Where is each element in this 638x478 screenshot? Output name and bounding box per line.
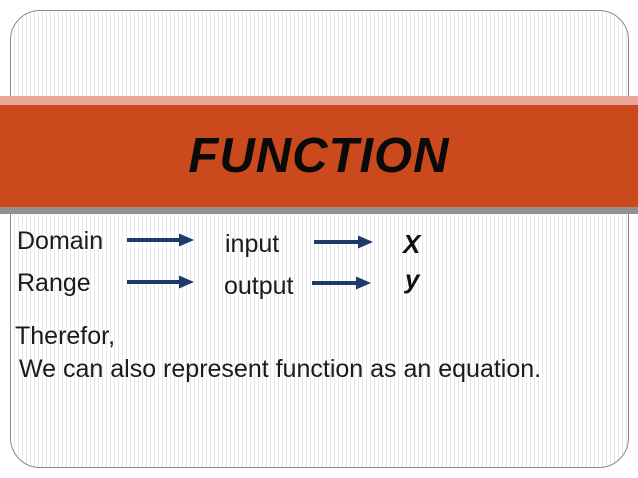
footer-line-2: We can also represent function as an equ… (19, 355, 542, 383)
row1-middle-label: input (225, 230, 280, 258)
row1-source-label: Domain (17, 227, 104, 255)
footer-line-1: Therefor, (15, 322, 116, 350)
slide-frame (10, 10, 629, 468)
row1-variable-label: X (403, 229, 421, 259)
arrow-domain-to-input-icon (125, 232, 195, 248)
row2-variable-label: y (405, 264, 420, 294)
arrow-range-to-output-icon (125, 274, 195, 290)
row2-source-label: Range (17, 269, 91, 297)
title-banner: FUNCTION (0, 105, 638, 207)
banner-gray-strip (0, 207, 638, 214)
slide-title: FUNCTION (188, 128, 450, 183)
arrow-output-to-y-icon (310, 275, 372, 291)
row2-middle-label: output (224, 272, 294, 300)
banner-pink-strip (0, 96, 638, 105)
arrow-input-to-x-icon (312, 234, 374, 250)
